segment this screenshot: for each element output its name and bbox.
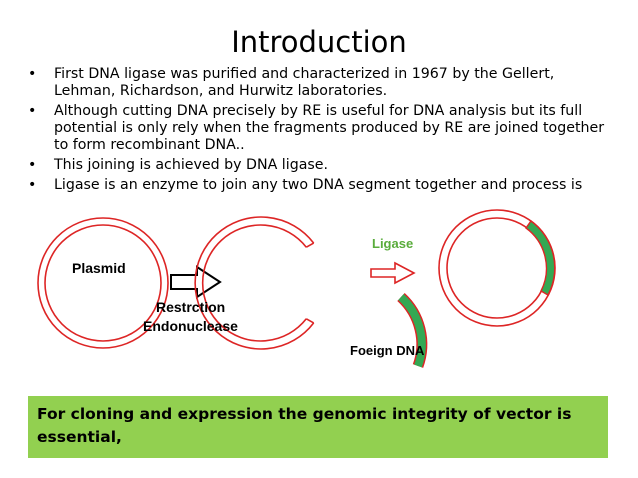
bullet-text: This joining is achieved by DNA ligase.: [54, 157, 329, 173]
bullet-item: • This joining is achieved by DNA ligase.: [26, 157, 616, 174]
bullet-item: • Ligase is an enzyme to join any two DNA…: [26, 177, 616, 194]
bullet-dot-icon: •: [28, 157, 37, 173]
foreign-dna-icon: [397, 292, 428, 368]
bullet-item: • Although cutting DNA precisely by RE is…: [26, 103, 616, 154]
slide-title: Introduction: [231, 25, 407, 59]
bullet-list: • First DNA ligase was purified and chara…: [26, 66, 616, 213]
bullet-text: Ligase is an enzyme to join any two DNA …: [54, 177, 583, 193]
bullet-text: First DNA ligase was purified and charac…: [54, 66, 555, 99]
ligase-label: Ligase: [372, 236, 413, 251]
enzyme-label-line2: Endonuclease: [143, 318, 238, 334]
bullet-dot-icon: •: [28, 103, 37, 119]
key-message-banner: For cloning and expression the genomic i…: [28, 396, 608, 458]
plasmid-ring-icon: [37, 217, 169, 349]
cloning-diagram: Plasmid Restrction Endonuclease Ligase F…: [37, 209, 556, 368]
bullet-dot-icon: •: [28, 177, 37, 193]
bullet-item: • First DNA ligase was purified and chara…: [26, 66, 616, 100]
bullet-dot-icon: •: [28, 66, 37, 82]
enzyme-label-line1: Restrction: [156, 299, 225, 315]
recombinant-plasmid-icon: [438, 209, 556, 327]
cut-plasmid-icon: [194, 216, 315, 350]
bullet-text: Although cutting DNA precisely by RE is …: [54, 103, 605, 153]
ligase-arrow-icon: [370, 261, 416, 285]
plasmid-label: Plasmid: [72, 260, 126, 276]
foreign-dna-label: Foeign DNA: [350, 343, 425, 358]
